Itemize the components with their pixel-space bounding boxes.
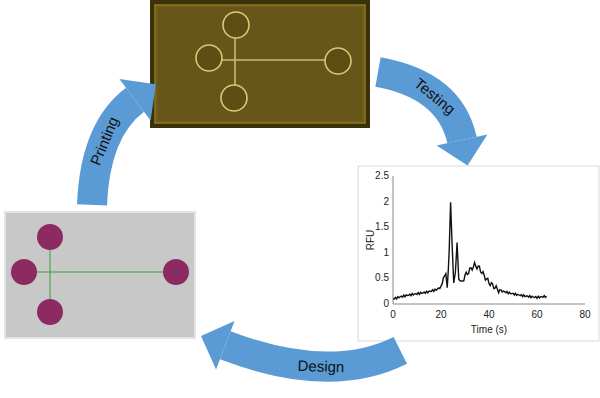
tick-label: 1.5	[375, 222, 389, 232]
arrow-shape	[185, 305, 416, 386]
arrow-head	[201, 321, 235, 370]
electropherogram-chart	[358, 166, 599, 341]
tick-label: 40	[483, 310, 494, 320]
tick-label: 60	[531, 310, 542, 320]
tick-label: 80	[579, 310, 590, 320]
cycle-arrow: Testing	[362, 56, 503, 181]
tick-label: 20	[435, 310, 446, 320]
arrow-band	[378, 72, 462, 140]
tick-label: 1	[383, 248, 389, 258]
cycle-arrow: Printing	[76, 63, 172, 221]
arrow-head	[437, 134, 488, 165]
tick-label: 2	[383, 197, 389, 207]
arrow-head	[119, 79, 155, 121]
chip-photo	[150, 0, 370, 128]
step-label: Design	[298, 358, 345, 374]
axis-title: RFU	[366, 230, 376, 251]
cycle-arrow: Design	[185, 305, 416, 386]
tick-label: 0.5	[375, 273, 389, 283]
tick-label: 2.5	[375, 171, 389, 181]
tick-label: 0	[390, 310, 396, 320]
tick-label: 0	[383, 299, 389, 309]
arrow-shape	[362, 56, 503, 181]
axis-title: Time (s)	[471, 325, 507, 335]
arrow-shape	[76, 63, 172, 221]
design-drawing	[5, 212, 195, 338]
